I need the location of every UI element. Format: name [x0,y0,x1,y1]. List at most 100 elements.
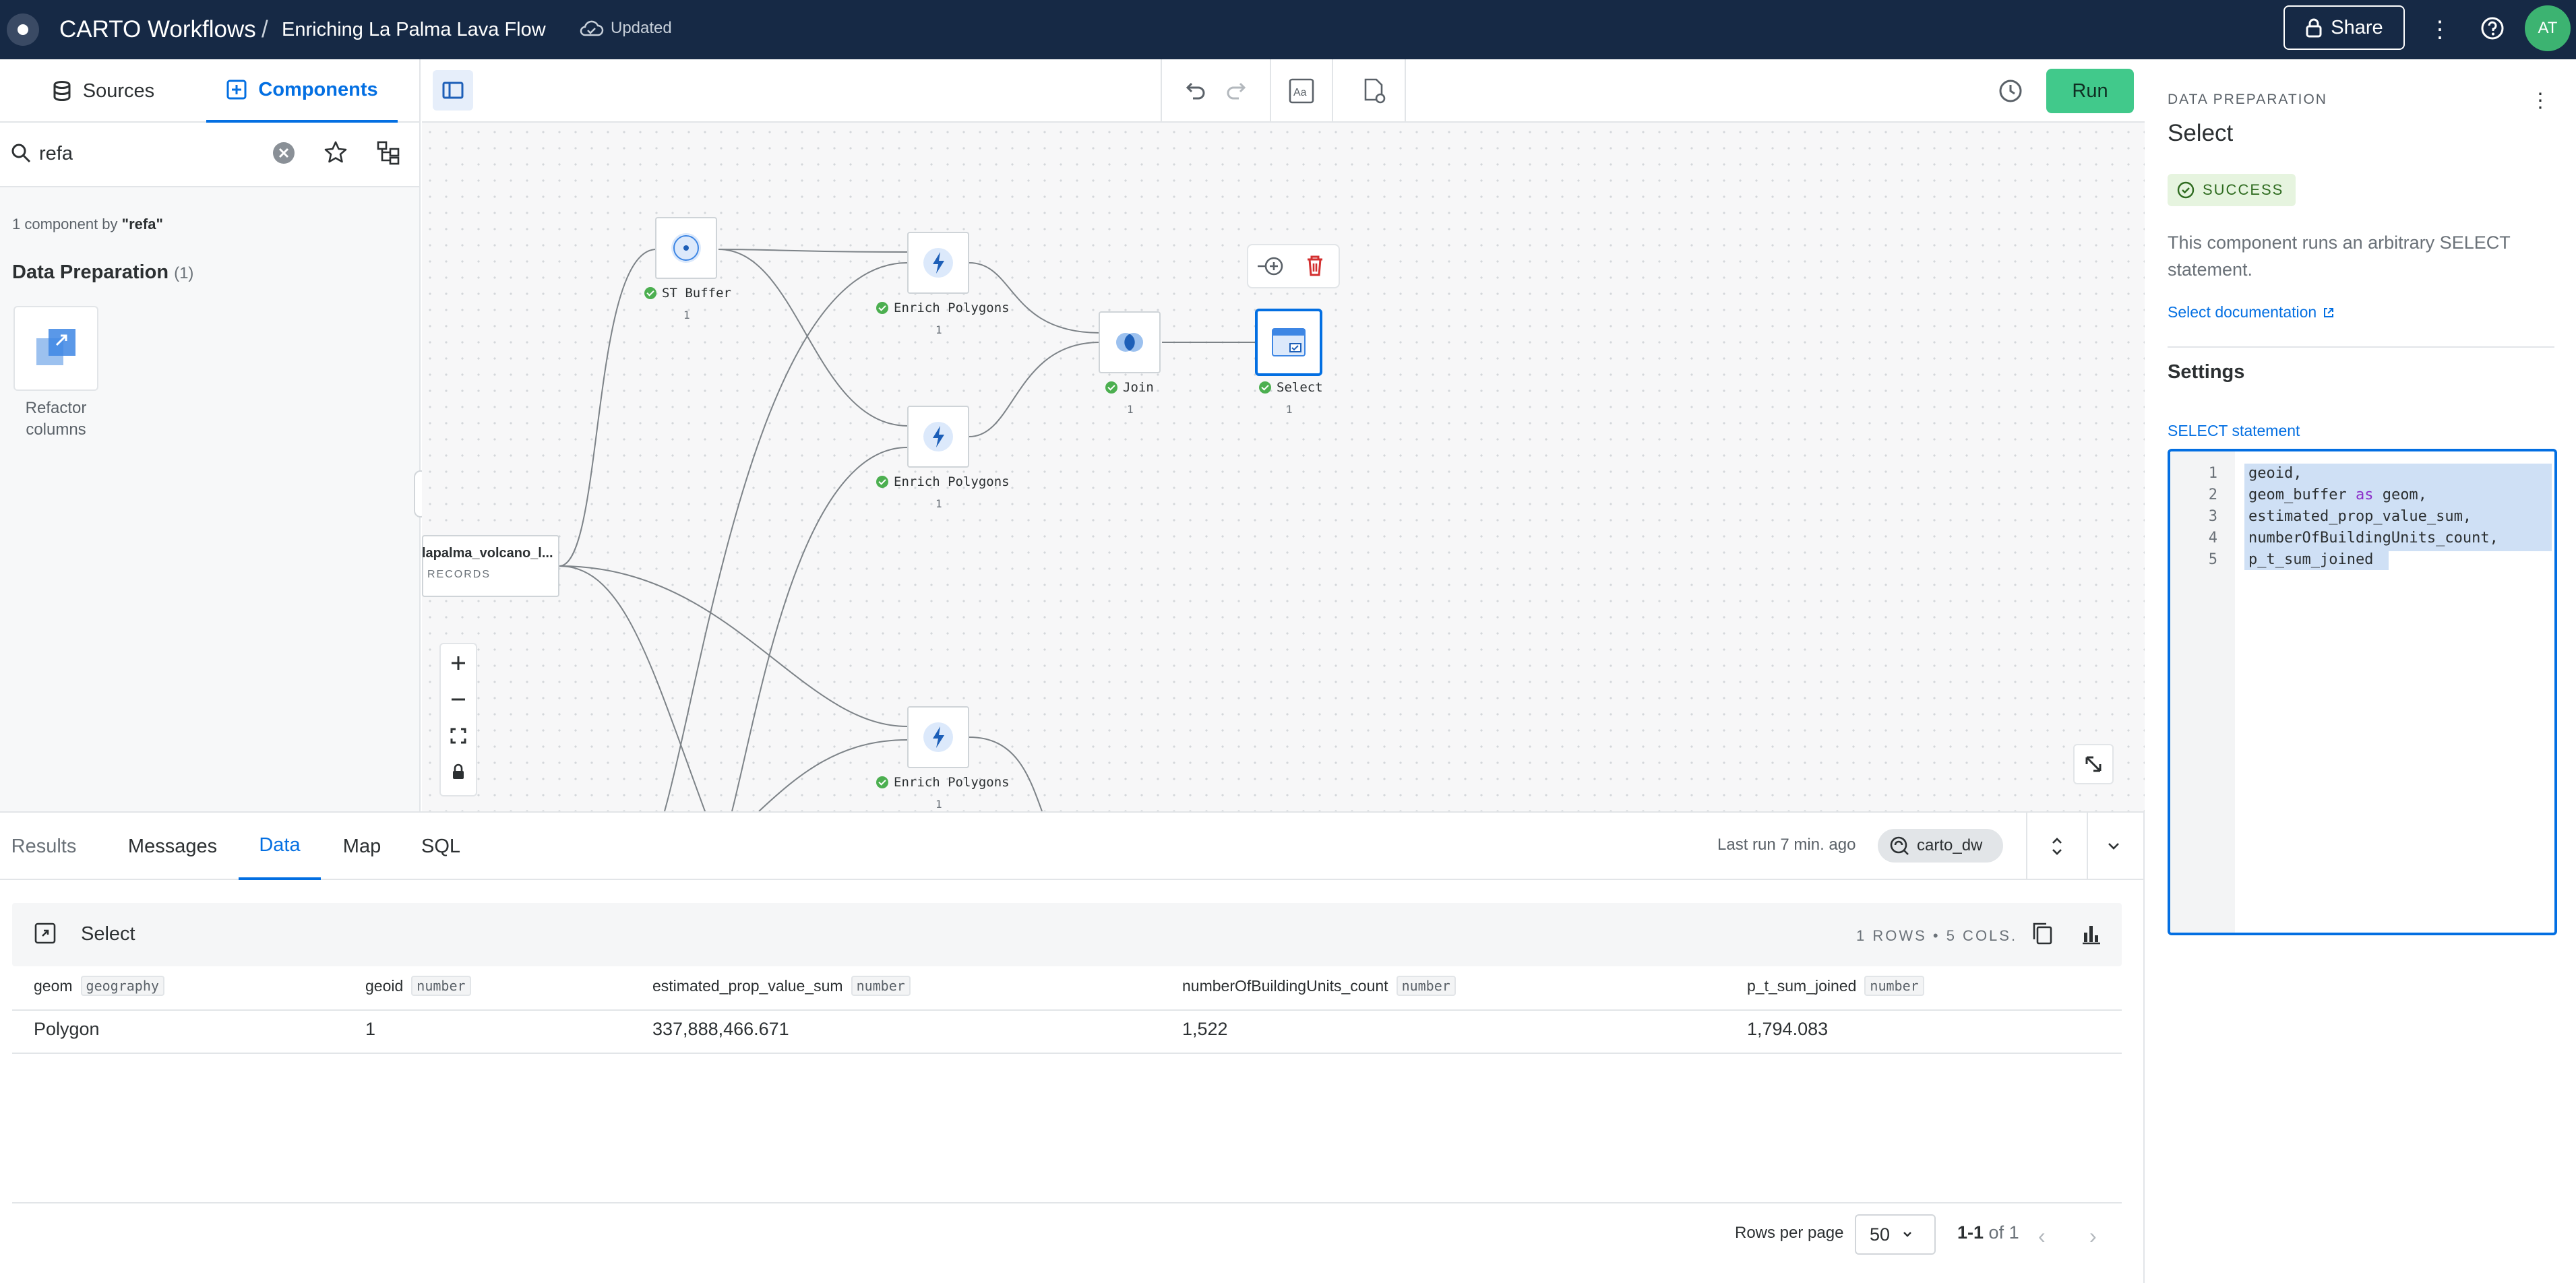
star-icon[interactable] [322,139,349,166]
component-group-label[interactable]: Data Preparation(1) [12,261,193,284]
text-selection [2244,464,2552,551]
cloud-icon [580,20,604,36]
chart-icon[interactable] [2079,920,2103,947]
tab-components-label: Components [258,78,378,100]
component-settings-panel: DATA PREPARATION Select ⋮ SUCCESS This c… [2146,59,2576,1283]
previous-page-icon[interactable]: ‹ [2038,1224,2046,1248]
expand-vertical-icon[interactable] [2045,834,2069,858]
node-st-buffer[interactable] [655,217,717,279]
node-enrich-polygons[interactable] [907,706,969,768]
node-label-text: Enrich Polygons [894,775,1010,790]
line-number: 4 [2208,530,2217,546]
node-connections [559,249,1255,811]
data-table-header [12,903,2122,966]
code-token: geom, [2373,487,2427,503]
component-icon [226,80,247,100]
last-run-status: Last run 7 min. ago [1717,836,1856,854]
node-label-text: Select [1277,380,1323,395]
enrich-bolt-icon [923,422,953,451]
check-circle-icon [2177,181,2195,199]
select-icon [1272,328,1306,356]
node-enrich-polygons-count: 1 [936,798,942,811]
run-button[interactable]: Run [2046,69,2134,113]
copy-icon[interactable] [2030,920,2054,947]
svg-text:Aa: Aa [1293,87,1307,98]
share-button[interactable]: Share [2283,5,2405,50]
search-icon [11,144,31,163]
expand-canvas-button[interactable] [2073,744,2114,784]
component-description: This component runs an arbitrary SELECT … [2168,232,2511,280]
column-name: p_t_sum_joined [1747,976,1857,995]
enrich-bolt-icon [923,722,953,752]
database-icon [53,81,71,102]
workflow-canvas[interactable]: Aa Run lapalma_volcano_l... RECORDS ST B… [422,59,2145,811]
more-options-icon[interactable]: ⋮ [2530,90,2550,112]
node-enrich-polygons[interactable] [907,406,969,468]
workflow-title[interactable]: Enriching La Palma Lava Flow [282,19,546,40]
toggle-panel-button[interactable] [433,70,473,111]
code-line: geoid, [2248,465,2302,482]
avatar[interactable]: AT [2525,5,2571,51]
top-bar: CARTO Workflows / Enriching La Palma Lav… [0,0,2576,59]
status-badge: SUCCESS [2168,174,2296,206]
tab-data[interactable]: Data [239,813,321,880]
connection-name: carto_dw [1917,836,1983,854]
table-cell: 337,888,466.671 [652,1019,789,1039]
node-enrich-polygons[interactable] [907,232,969,294]
help-icon[interactable] [2479,15,2506,42]
refactor-columns-card[interactable] [13,306,98,391]
toolbar-divider [1270,59,1271,121]
tab-sql[interactable]: SQL [421,835,461,857]
documentation-link[interactable]: Select documentation [2168,303,2335,321]
node-select[interactable] [1255,309,1322,376]
node-join-label: Join [1105,380,1154,395]
export-file-icon[interactable] [1360,77,1387,105]
success-icon [644,287,656,299]
redo-icon[interactable] [1224,77,1251,104]
text-annotation-icon[interactable]: Aa [1287,77,1316,105]
history-icon[interactable] [1996,77,2025,105]
source-node[interactable] [422,535,559,597]
component-title: Select [2168,120,2234,146]
tab-components[interactable]: Components [206,59,398,123]
clear-search-icon[interactable] [271,140,297,166]
column-name: geoid [365,976,404,995]
component-search-input[interactable] [39,137,262,170]
lock-canvas-icon[interactable] [445,759,472,786]
tab-messages[interactable]: Messages [127,835,218,857]
success-icon [876,476,888,488]
undo-icon[interactable] [1181,77,1208,104]
carto-logo-icon[interactable] [7,13,39,46]
node-enrich-polygons-label: Enrich Polygons [876,301,1010,315]
divider [2026,813,2027,879]
pagination-range: 1-1 of 1 [1957,1222,2019,1243]
add-node-icon[interactable] [1248,245,1293,287]
tab-sources[interactable]: Sources [0,59,206,123]
more-options-icon[interactable]: ⋮ [2428,17,2451,42]
zoom-out-icon[interactable] [445,686,472,713]
delete-icon[interactable] [1293,245,1337,287]
tree-view-icon[interactable] [375,139,402,166]
zoom-in-icon[interactable] [445,650,472,677]
tab-results[interactable]: Results [11,835,77,857]
chevron-down-icon[interactable] [2102,834,2126,858]
node-join[interactable] [1099,311,1161,373]
rows-per-page-select[interactable]: 50 [1855,1214,1936,1255]
next-page-icon[interactable]: › [2089,1224,2097,1248]
share-label: Share [2331,16,2383,38]
sql-code-editor[interactable]: 1 geoid, 2 geom_buffer as geom, 3 estima… [2168,449,2557,935]
sql-keyword: as [2355,487,2374,503]
app-title[interactable]: CARTO Workflows [59,16,256,42]
table-cell: Polygon [34,1019,100,1039]
line-number-gutter [2170,451,2235,933]
line-number: 3 [2208,508,2217,525]
tab-map[interactable]: Map [342,835,381,857]
connection-chip[interactable]: carto_dw [1878,829,2003,863]
fit-view-icon[interactable] [445,722,472,749]
join-icon [1116,333,1143,352]
